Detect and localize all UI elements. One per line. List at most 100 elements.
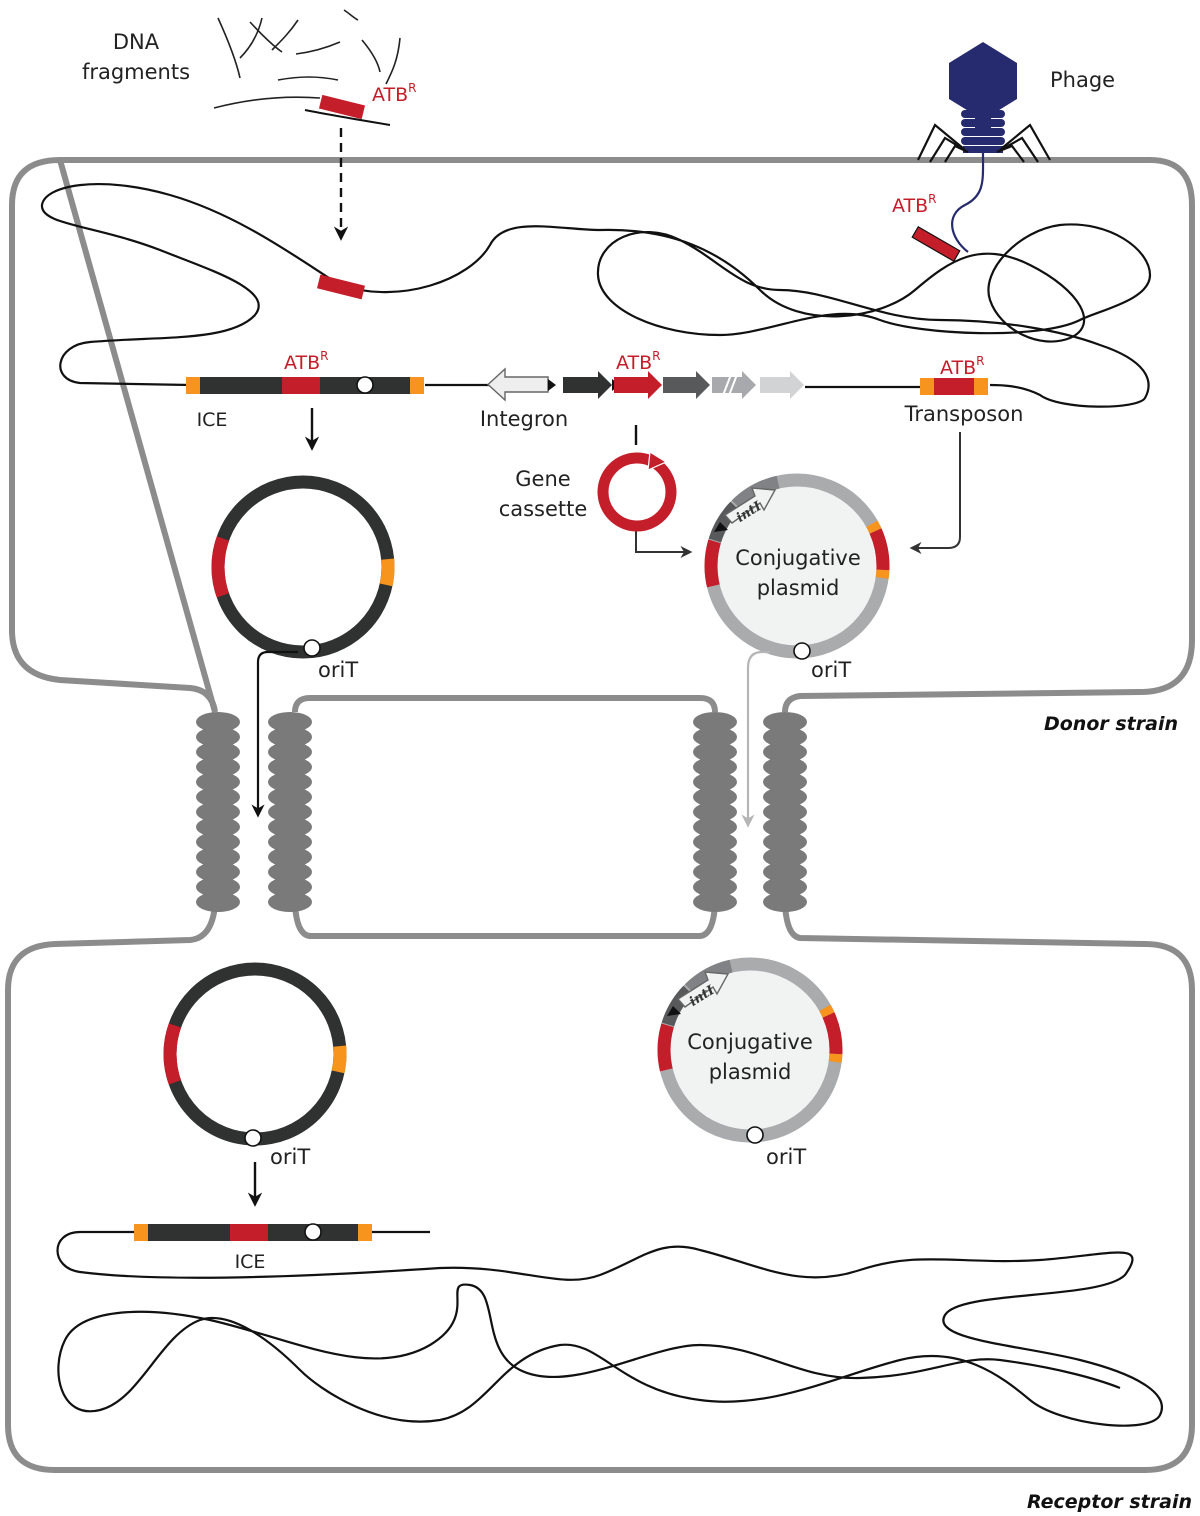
pilus-ring (763, 757, 807, 777)
orit-site-receptor-plasmid (746, 1126, 764, 1144)
pilus-ring (763, 802, 807, 822)
donor-cell-membrane (9, 156, 1195, 713)
conjugative-plasmid-receptor: intI (657, 957, 843, 1144)
pilus-ring (196, 862, 240, 882)
pilus-ring (196, 727, 240, 747)
cassette-insertion-arrow (635, 530, 693, 558)
pilus-ring (268, 757, 312, 777)
pilus-ring (196, 802, 240, 822)
pilus-ring (693, 712, 737, 732)
pilus-ring (196, 847, 240, 867)
fragment-resistance-gene (318, 94, 366, 120)
conjugative-plasmid-donor: intI (704, 473, 890, 660)
pilus-ring (763, 742, 807, 762)
pilus-ring (693, 892, 737, 912)
pilus-left-inner (268, 712, 312, 912)
phage (917, 42, 1051, 253)
pilus-ring (763, 832, 807, 852)
pilus-ring (693, 757, 737, 777)
pilus-ring (196, 757, 240, 777)
gene-cassette-label: cassette (499, 497, 588, 521)
transposition-arrow (909, 432, 961, 554)
receptor-chromosome (56, 1230, 1163, 1427)
intl-gene-arrow-receptor (676, 971, 730, 1008)
pilus-ring (693, 877, 737, 897)
integrated-resistance-gene (316, 274, 366, 300)
plasmid-label-donor: Conjugative (735, 546, 861, 570)
pilus-ring (196, 832, 240, 852)
pilus-ring (693, 817, 737, 837)
phage-resistance-gene (911, 225, 961, 263)
transposon (920, 378, 988, 395)
orit-label-receptor-ice: oriT (270, 1145, 310, 1169)
pilus-ring (268, 877, 312, 897)
pilus-ring (196, 742, 240, 762)
pilus-right-outer (763, 712, 807, 912)
donor-strain-label: Donor strain (1044, 713, 1178, 735)
pilus-ring (268, 862, 312, 882)
pilus-ring (693, 727, 737, 747)
pilus-right-inner (693, 712, 737, 912)
dna-fragments-label: fragments (82, 60, 190, 84)
pilus-ring (763, 877, 807, 897)
pilus-ring (763, 772, 807, 792)
pilus-ring (763, 847, 807, 867)
pilus-ring (693, 787, 737, 807)
ice-element-receptor (134, 1223, 372, 1241)
pilus-ring (693, 742, 737, 762)
pilus-ring (268, 832, 312, 852)
dna-fragments-label: DNA (113, 30, 160, 54)
plasmid-transfer-arrow (741, 650, 770, 828)
transposon-label: Transposon (904, 402, 1024, 426)
pilus-ring (196, 877, 240, 897)
pilus-ring (268, 727, 312, 747)
pilus-ring (763, 727, 807, 747)
pilus-ring (763, 787, 807, 807)
pilus-ring (196, 712, 240, 732)
ice-label-donor: ICE (197, 409, 228, 431)
phage-dna-injection (951, 152, 985, 253)
dna-fragments (213, 9, 401, 126)
receptor-cell-membrane (5, 904, 1195, 1473)
phage-label: Phage (1050, 68, 1115, 92)
plasmid-label-receptor: Conjugative (687, 1030, 813, 1054)
pilus-ring (763, 892, 807, 912)
receptor-strain-label: Receptor strain (1027, 1491, 1192, 1513)
donor-chromosome (40, 182, 1152, 408)
pilus-ring (693, 862, 737, 882)
plasmid-label-donor: plasmid (757, 576, 840, 600)
pilus-ring (268, 817, 312, 837)
pilus-ring (196, 892, 240, 912)
atb-label-phage: ATBR (892, 192, 937, 217)
orit-label-donor-ice: oriT (318, 658, 358, 682)
integron (486, 367, 804, 402)
intl-gene-arrow-donor (723, 487, 777, 524)
pilus-ring (693, 832, 737, 852)
pilus-ring (196, 787, 240, 807)
orit-site-donor-ice (303, 639, 321, 657)
ice-circle-donor (211, 475, 395, 659)
pilus-ring (268, 712, 312, 732)
ice-label-receptor: ICE (235, 1251, 266, 1273)
orit-site-donor-plasmid (793, 642, 811, 660)
atb-label-transposon: ATBR (940, 354, 985, 379)
atb-label-fragment: ATBR (372, 81, 417, 106)
integrase-gene-arrow (486, 367, 549, 402)
atb-label-ice: ATBR (284, 349, 329, 374)
pilus-ring (268, 847, 312, 867)
pilus-ring (268, 892, 312, 912)
pilus-ring (693, 772, 737, 792)
pilus-ring (763, 712, 807, 732)
ice-orit-site (356, 376, 374, 394)
plasmid-label-receptor: plasmid (709, 1060, 792, 1084)
pilus-left-outer (196, 712, 240, 912)
ice-element-donor (186, 376, 424, 394)
pilus-ring (693, 847, 737, 867)
pilus-ring (268, 772, 312, 792)
pilus-ring (268, 802, 312, 822)
pilus-ring (196, 817, 240, 837)
pilus-ring (763, 862, 807, 882)
orit-site-receptor-ice (244, 1129, 262, 1147)
orit-label-receptor-plasmid: oriT (766, 1145, 806, 1169)
atb-label-integron: ATBR (616, 349, 661, 374)
